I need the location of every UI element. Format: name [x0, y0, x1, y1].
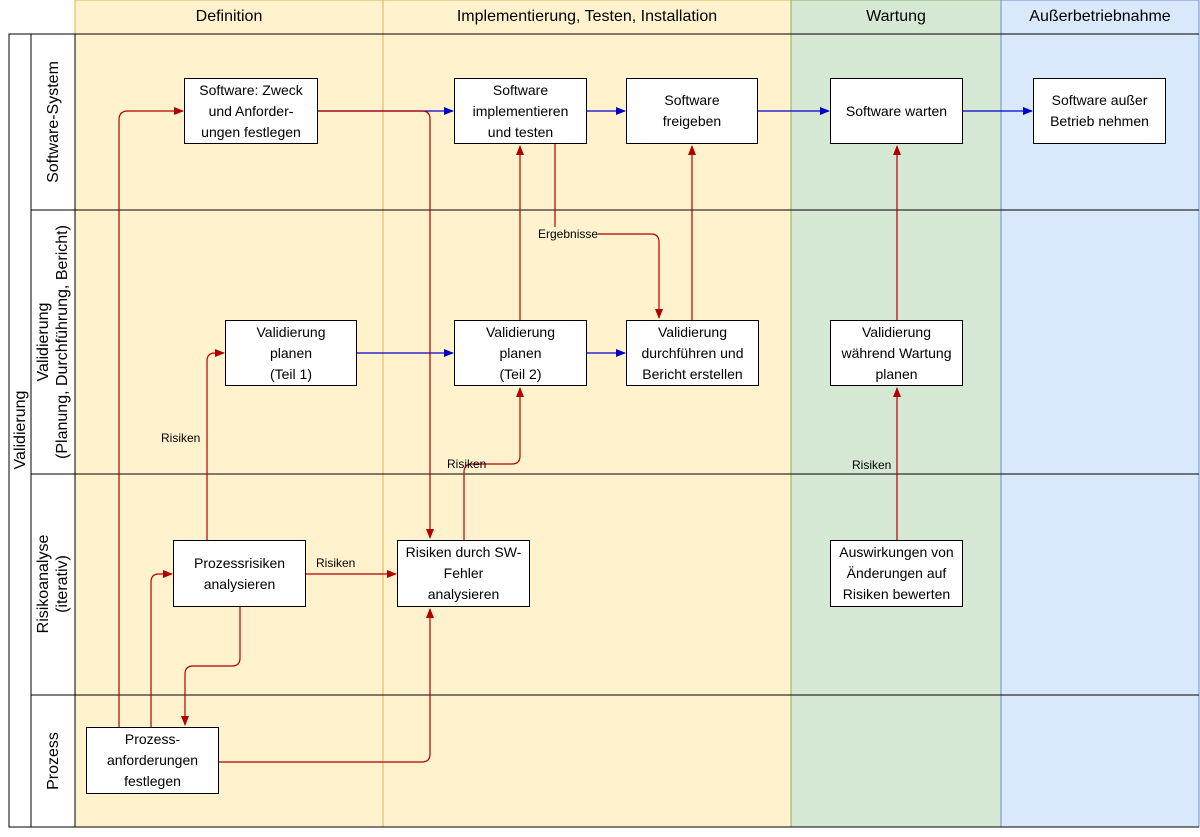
- arrow-swrisk-to-plan2: [463, 387, 524, 540]
- pool-label: Validierung: [11, 390, 29, 470]
- arrow-purpose-to-swrisk: [318, 110, 434, 539]
- arrow-processrisk-to-plan1: [206, 349, 225, 540]
- arrow-process-to-swrisk: [219, 608, 434, 763]
- edge-label-risks-swrisk: Risiken: [316, 556, 356, 570]
- lane-label-validation: Validierung (Planung, Durchführung, Beri…: [35, 225, 71, 459]
- box-software-decommission[interactable]: Software außer Betrieb nehmen: [1033, 78, 1166, 144]
- arrow-process-to-processrisk: [150, 570, 173, 727]
- column-header-definition: Definition: [195, 8, 263, 25]
- box-software-error-risks[interactable]: Risiken durch SW- Fehler analysieren: [397, 540, 530, 607]
- column-header-decommission: Außerbetriebnahme: [1029, 8, 1171, 25]
- lane-label-process: Prozess: [44, 732, 62, 790]
- arrow-processrisk-to-process: [181, 607, 241, 726]
- box-process-risks[interactable]: Prozessrisiken analysieren: [173, 540, 306, 607]
- box-change-impact[interactable]: Auswirkungen von Änderungen auf Risiken …: [830, 540, 963, 607]
- edge-label-results: Ergebnisse: [538, 227, 599, 241]
- box-software-maintain[interactable]: Software warten: [830, 78, 963, 144]
- lane-label-risk: Risikoanalyse (iterativ): [35, 534, 71, 634]
- box-software-purpose[interactable]: Software: Zweck und Anforder- ungen fest…: [184, 78, 318, 144]
- box-software-release[interactable]: Software freigeben: [626, 78, 758, 144]
- arrow-process-to-purpose: [118, 107, 184, 727]
- box-validation-execute[interactable]: Validierung durchführen und Bericht erst…: [626, 320, 759, 386]
- edge-label-risks-plan1: Risiken: [161, 431, 201, 445]
- box-validation-plan-2[interactable]: Validierung planen (Teil 2): [454, 320, 587, 386]
- lane-label-software: Software-System: [44, 61, 62, 183]
- edge-label-risks-plan2: Risiken: [447, 457, 487, 471]
- box-process-requirements[interactable]: Prozess- anforderungen festlegen: [86, 727, 219, 794]
- box-software-implement[interactable]: Software implementieren und testen: [454, 78, 587, 144]
- box-validation-maintenance[interactable]: Validierung während Wartung planen: [830, 320, 963, 386]
- edge-label-risks-maintenance: Risiken: [852, 458, 892, 472]
- column-header-implementation: Implementierung, Testen, Installation: [456, 8, 718, 25]
- box-validation-plan-1[interactable]: Validierung planen (Teil 1): [225, 320, 357, 386]
- column-header-maintenance: Wartung: [866, 8, 926, 25]
